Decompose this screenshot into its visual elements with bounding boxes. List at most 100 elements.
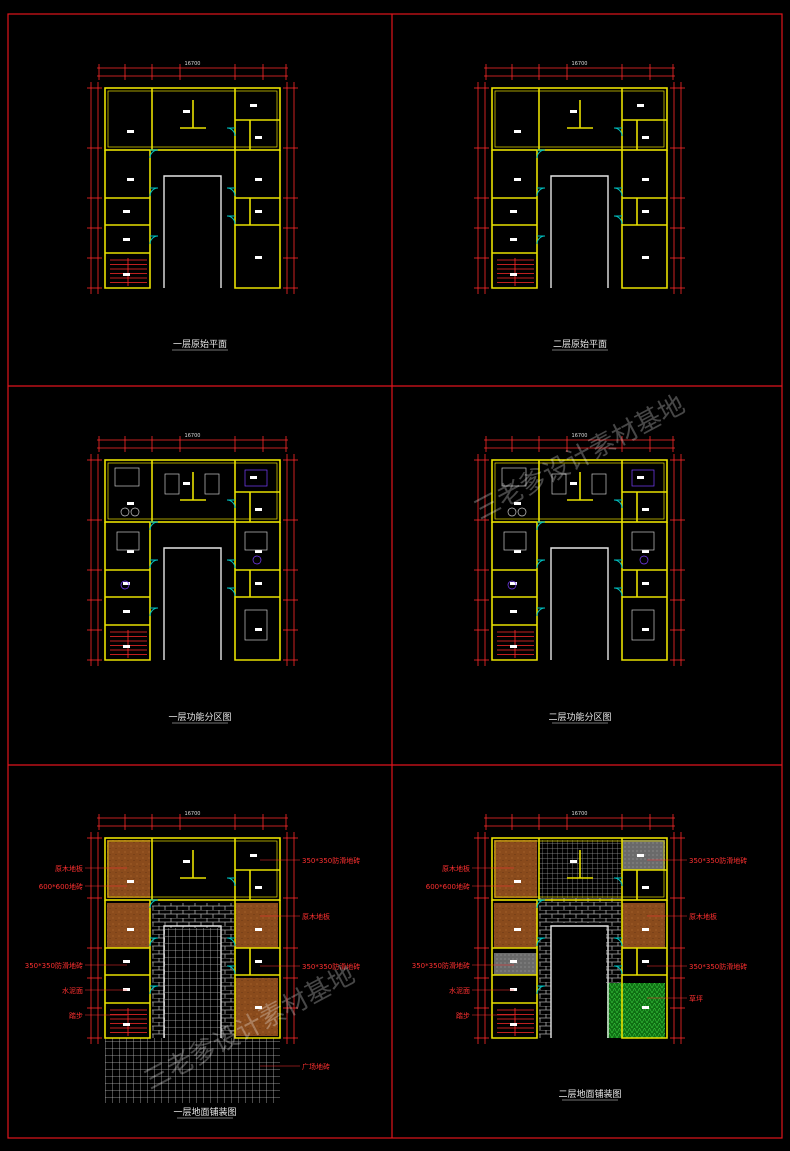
courtyard-center-grid	[165, 928, 221, 1038]
room-tags	[510, 104, 649, 276]
panel-title-p6: 二层地面铺装图	[558, 1088, 621, 1100]
wood-floor-room-1	[494, 840, 537, 898]
paving-label-right: 350*350防滑地砖	[689, 856, 747, 865]
paving-label-right: 原木地板	[689, 912, 717, 921]
dimension-lines: 16700	[87, 433, 298, 666]
floor-plan-p6: 16700	[474, 811, 685, 1044]
dimension-total: 16700	[572, 811, 588, 817]
central-wall-mark	[567, 100, 593, 129]
paving-label-left: 水泥面	[449, 986, 470, 995]
central-wall-mark	[567, 850, 593, 879]
walls	[104, 87, 281, 289]
room-tags	[123, 476, 262, 648]
dimension-lines: 16700	[474, 61, 685, 294]
panel-title-p5: 一层地面铺装图	[173, 1106, 236, 1118]
panel-title-p3: 一层功能分区图	[168, 711, 231, 723]
central-wall-mark	[180, 100, 206, 129]
anti-slip-tile-2	[494, 953, 537, 975]
central-wall-mark	[180, 472, 206, 501]
stair	[110, 1008, 147, 1036]
panels-layer: 16700 16700 16700 16700 16700 16700	[87, 61, 685, 1103]
wood-floor-room-2	[494, 903, 537, 948]
furniture	[114, 467, 268, 641]
room-tags	[510, 854, 649, 1026]
furniture	[501, 467, 655, 641]
walls	[491, 459, 668, 661]
doors	[536, 877, 623, 995]
doors	[149, 499, 236, 617]
wood-floor-room-2	[107, 903, 150, 948]
floor-plan-p2: 16700	[474, 61, 685, 294]
courtyard-opening	[550, 547, 609, 660]
courtyard-opening	[163, 175, 222, 288]
panel-title-p2: 二层原始平面	[553, 338, 607, 350]
stair	[497, 630, 534, 658]
floor-plan-p1: 16700	[87, 61, 298, 294]
stair	[497, 1008, 534, 1036]
paving-label-left: 水泥面	[62, 986, 83, 995]
floor-plan-p4: 16700	[474, 433, 685, 666]
walls	[104, 459, 281, 661]
stair	[110, 258, 147, 286]
paving-label-left: 踏步	[456, 1011, 470, 1020]
plaza-tiles	[105, 1038, 280, 1103]
paving-label-left: 350*350防滑地砖	[412, 961, 470, 970]
paving-label-left: 原木地板	[55, 864, 83, 873]
room-tags	[123, 854, 262, 1026]
dimension-total: 16700	[185, 433, 201, 439]
dimension-total: 16700	[572, 433, 588, 439]
dimension-total: 16700	[185, 811, 201, 817]
dimension-lines: 16700	[87, 61, 298, 294]
paving-label-right: 原木地板	[302, 912, 330, 921]
dimension-total: 16700	[185, 61, 201, 67]
room-tags	[510, 476, 649, 648]
sheet-border	[7, 13, 783, 1139]
courtyard-opening	[163, 925, 222, 1038]
terrace-brick-top	[539, 898, 621, 923]
courtyard-opening	[163, 547, 222, 660]
paving-label-left: 600*600地砖	[426, 882, 470, 891]
paving-label-left: 600*600地砖	[39, 882, 83, 891]
wood-floor-room-3	[622, 903, 665, 948]
paving-fills	[494, 840, 665, 1038]
wood-floor-room-1	[107, 840, 150, 898]
dimension-total: 16700	[572, 61, 588, 67]
courtyard-opening	[550, 925, 609, 1038]
courtyard-opening	[550, 175, 609, 288]
dimension-lines: 16700	[474, 811, 685, 1044]
floor-plan-p5: 16700	[87, 811, 298, 1103]
paving-label-right: 草坪	[689, 994, 703, 1003]
dimension-lines: 16700	[87, 811, 298, 1044]
paving-label-right: 350*350防滑地砖	[302, 962, 360, 971]
paving-label-left: 踏步	[69, 1011, 83, 1020]
panel-title-p1: 一层原始平面	[173, 338, 227, 350]
doors	[536, 499, 623, 617]
central-wall-mark	[567, 472, 593, 501]
dimension-lines: 16700	[474, 433, 685, 666]
terrace-brick-left	[539, 923, 551, 1038]
floor-plan-p3: 16700	[87, 433, 298, 666]
paving-label-right: 350*350防滑地砖	[302, 856, 360, 865]
doors	[149, 127, 236, 245]
paving-label-left: 原木地板	[442, 864, 470, 873]
watermark-text: 三老爹设计素材基地	[469, 390, 690, 526]
paving-label-right: 广场地砖	[302, 1062, 330, 1071]
stair	[110, 630, 147, 658]
wood-floor-room-3	[235, 903, 278, 948]
doors	[536, 127, 623, 245]
central-wall-mark	[180, 850, 206, 879]
room-tags	[123, 104, 262, 276]
paving-label-right: 350*350防滑地砖	[689, 962, 747, 971]
stair	[497, 258, 534, 286]
walls	[491, 837, 668, 1039]
paving-label-left: 350*350防滑地砖	[25, 961, 83, 970]
panel-frames	[7, 13, 783, 1139]
walls	[491, 87, 668, 289]
doors	[149, 877, 236, 995]
panel-title-p4: 二层功能分区图	[548, 711, 611, 723]
lawn-area	[607, 983, 665, 1038]
